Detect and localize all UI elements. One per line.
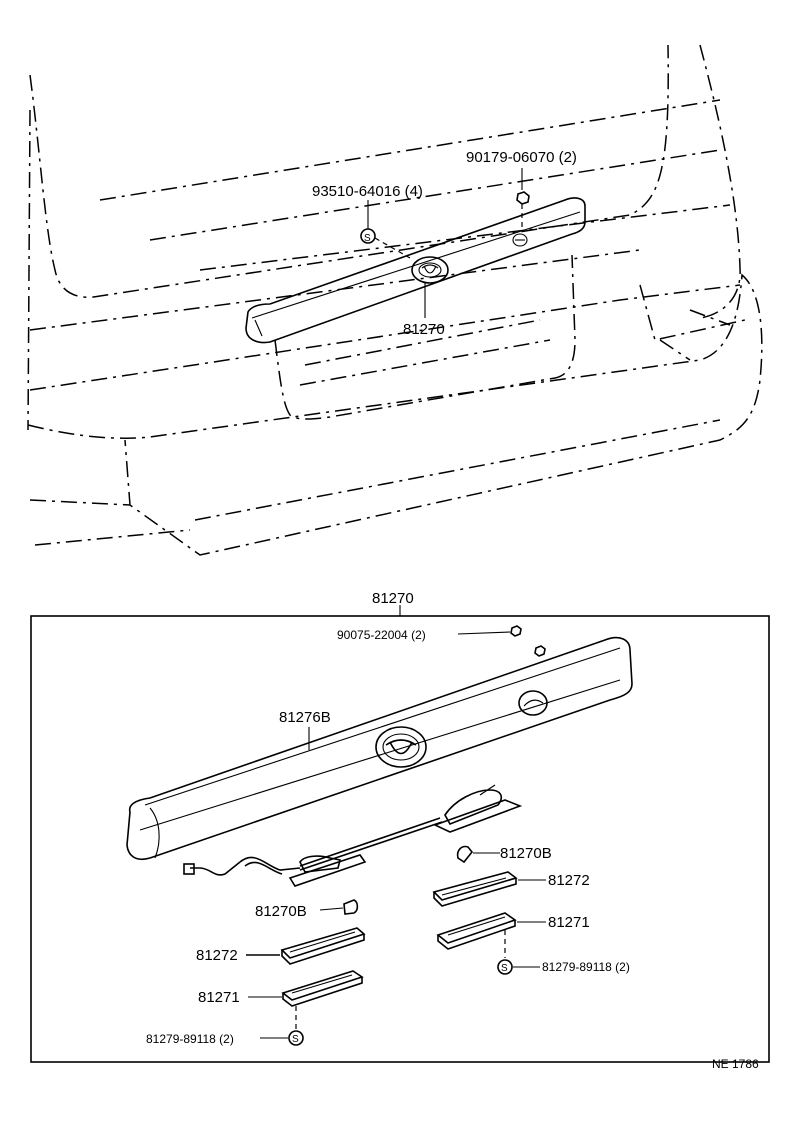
screw-icon-left: S (288, 1030, 304, 1046)
svg-text:S: S (292, 1034, 299, 1045)
garnish-body (126, 636, 633, 861)
housing-right (436, 912, 517, 950)
label-screw-left: 81279-89118 (2) (146, 1032, 234, 1046)
nut-icon (516, 191, 530, 205)
screw-icon-right: S (497, 959, 513, 975)
lens-left (280, 927, 366, 965)
garnish-top-view (245, 197, 586, 344)
label-housing-left: 81271 (198, 989, 240, 1006)
label-garnish-body: 81276B (279, 709, 331, 726)
leader-bulb-left (319, 907, 344, 911)
vehicle-rear-outline (27, 44, 763, 556)
detail-frame (30, 615, 770, 1063)
label-screw-right: 81279-89118 (2) (542, 960, 630, 974)
label-lens-right: 81272 (548, 872, 590, 889)
leader-lines-top (367, 168, 523, 318)
bulb-icon (456, 845, 474, 864)
clip-icon (510, 625, 546, 657)
svg-text:S: S (364, 233, 371, 244)
label-bulb-left: 81270B (255, 903, 307, 920)
detail-title: 81270 (372, 590, 414, 607)
leader-clip (457, 631, 511, 635)
diagram-code: NE 1786 (712, 1057, 759, 1071)
label-clip: 90075-22004 (2) (337, 628, 426, 642)
label-lens-left: 81272 (196, 947, 238, 964)
housing-left (281, 970, 364, 1007)
bulb-icon-left (343, 899, 359, 915)
label-screw: 93510-64016 (4) (312, 183, 423, 200)
screw-icon: S (360, 228, 376, 244)
label-nut: 90179-06070 (2) (466, 149, 577, 166)
label-bulb-right: 81270B (500, 845, 552, 862)
svg-text:S: S (501, 963, 508, 974)
wire-harness (183, 784, 523, 887)
label-housing-right: 81271 (548, 914, 590, 931)
label-garnish: 81270 (403, 321, 445, 338)
lens-right (432, 871, 518, 907)
